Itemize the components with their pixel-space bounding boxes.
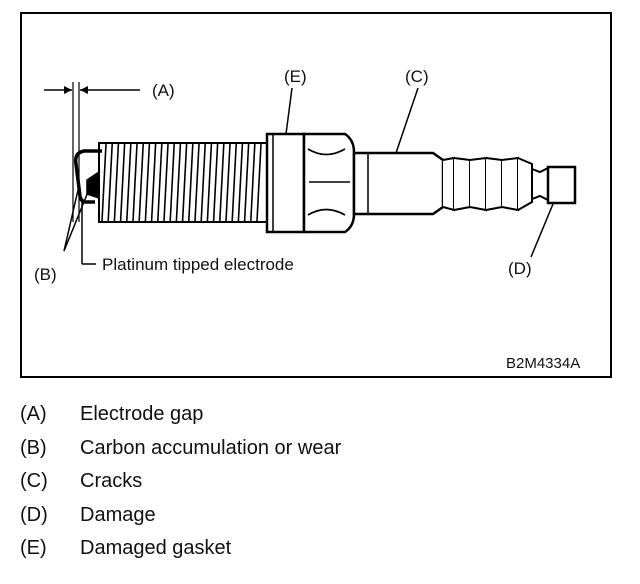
- legend-text: Cracks: [80, 470, 143, 492]
- legend-text: Electrode gap: [80, 403, 204, 425]
- callout-a: (A): [152, 81, 175, 100]
- thread-line: [119, 143, 126, 222]
- callout-b: (B): [34, 265, 57, 284]
- electrode-gap-dimension: (A): [44, 81, 175, 222]
- hex-nut: [302, 132, 356, 234]
- leader-d: [530, 203, 554, 258]
- callout-e: (E): [284, 67, 307, 86]
- legend-list: (A) Electrode gap (B) Carbon accumulatio…: [20, 398, 620, 566]
- thread-line: [256, 143, 262, 222]
- leader-e: [285, 87, 293, 135]
- figure-code: B2M4334A: [506, 355, 580, 372]
- legend-key: (B): [20, 436, 47, 459]
- thread-line: [225, 143, 231, 222]
- thread-line: [163, 143, 169, 222]
- thread-line: [113, 143, 120, 222]
- leader-b-2: [63, 191, 89, 252]
- electrode-label: Platinum tipped electrode: [102, 255, 294, 274]
- legend-key: (E): [20, 537, 47, 559]
- thread-line: [188, 143, 194, 222]
- thread-line: [175, 143, 182, 222]
- thread-line: [219, 143, 225, 222]
- thread-line: [138, 143, 144, 222]
- thread-line: [206, 143, 213, 222]
- spark-plug-figure: (A) (E) (C) (D) (B) Platinum tipped elec…: [20, 12, 612, 378]
- legend-text: Damaged gasket: [80, 537, 232, 559]
- thread-line: [132, 143, 138, 222]
- thread-line: [231, 143, 237, 222]
- thread-line: [181, 143, 188, 222]
- thread-line: [237, 143, 244, 222]
- callout-c: (C): [405, 67, 429, 86]
- legend-item: (C) Cracks: [20, 465, 620, 499]
- legend-key: (C): [20, 470, 48, 492]
- legend-item: (A) Electrode gap: [20, 398, 620, 432]
- thread-line: [250, 143, 256, 222]
- legend-key: (A): [20, 403, 47, 425]
- thread-line: [212, 143, 219, 222]
- thread-line: [126, 143, 132, 222]
- insulator: [352, 151, 533, 216]
- leader-c: [395, 87, 419, 154]
- thread-line: [150, 143, 157, 222]
- thread-line: [101, 143, 107, 222]
- terminal: [531, 165, 577, 205]
- legend-item: (D) Damage: [20, 499, 620, 533]
- leader-b-1: [63, 189, 79, 252]
- threaded-body: [98, 142, 268, 223]
- thread-line: [144, 143, 151, 222]
- thread-line: [169, 143, 175, 222]
- thread-line: [194, 143, 200, 222]
- thread-line: [243, 143, 250, 222]
- figure-frame: [20, 12, 612, 378]
- legend-text: Damage: [80, 503, 156, 526]
- center-electrode-tip: [86, 171, 100, 199]
- legend-key: (D): [20, 503, 48, 526]
- spark-plug-illustration: (A) (E) (C) (D) (B) Platinum tipped elec…: [20, 12, 612, 378]
- thread-line: [157, 143, 163, 222]
- thread-line: [200, 143, 206, 222]
- legend-text: Carbon accumulation or wear: [80, 436, 342, 459]
- legend-item: (B) Carbon accumulation or wear: [20, 432, 620, 466]
- thread-line: [107, 143, 113, 222]
- callout-d: (D): [508, 259, 532, 278]
- legend-item: (E) Damaged gasket: [20, 532, 620, 566]
